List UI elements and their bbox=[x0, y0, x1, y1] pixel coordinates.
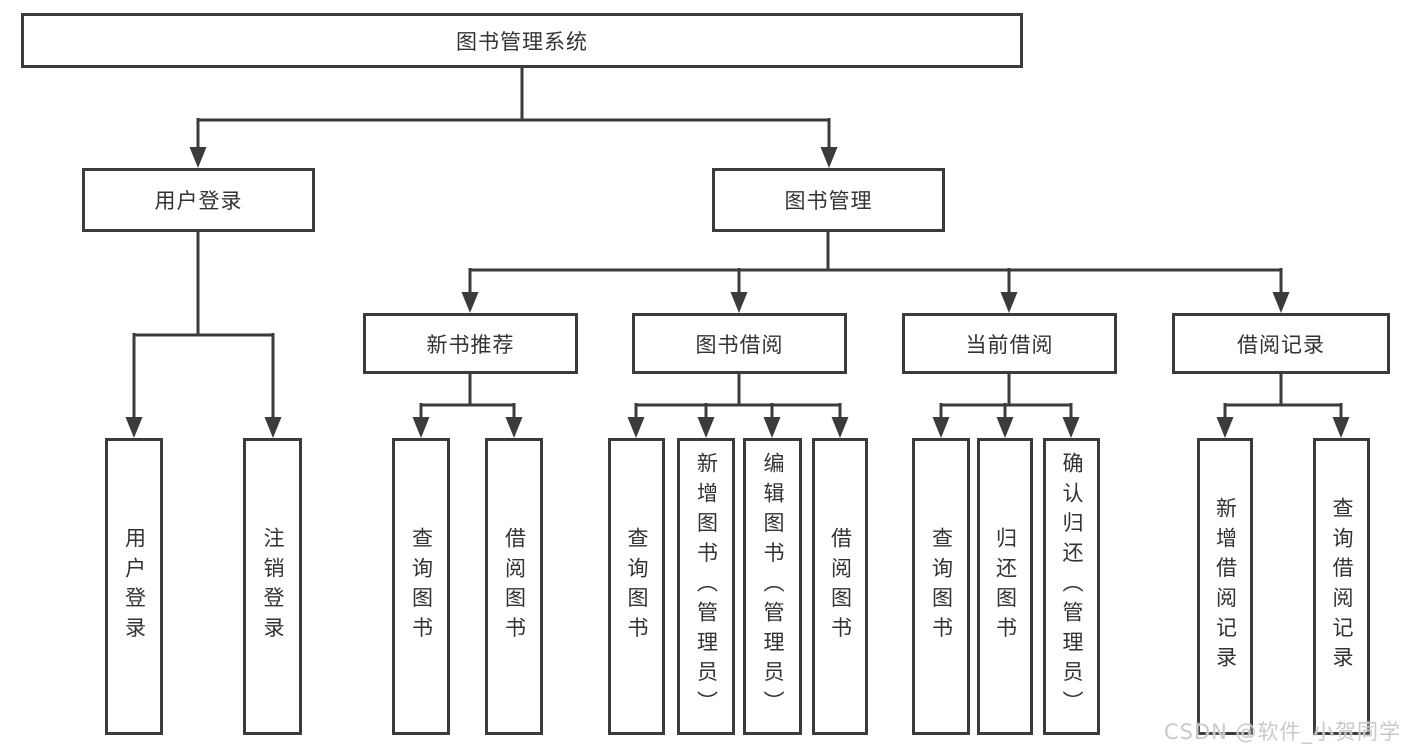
leaf-add-book-admin: 新增图书（管理员） bbox=[677, 438, 735, 735]
node-user-login: 用户登录 bbox=[82, 168, 315, 232]
leaf-user-login: 用户登录 bbox=[105, 438, 163, 735]
leaf-return-books: 归还图书 bbox=[977, 438, 1033, 735]
csdn-watermark: CSDN @软件_小贺同学 bbox=[1163, 720, 1401, 744]
node-current-borrowing: 当前借阅 bbox=[902, 313, 1117, 374]
leaf-borrow-books-borrowing: 借阅图书 bbox=[812, 438, 868, 735]
leaf-logout: 注销登录 bbox=[243, 438, 302, 735]
leaf-confirm-return-admin: 确认归还（管理员） bbox=[1043, 438, 1100, 735]
leaf-edit-book-admin: 编辑图书（管理员） bbox=[743, 438, 802, 735]
leaf-query-books-recommend: 查询图书 bbox=[392, 438, 450, 735]
leaf-borrow-books-recommend: 借阅图书 bbox=[485, 438, 543, 735]
node-new-book-recommend: 新书推荐 bbox=[363, 313, 578, 374]
node-library-management-system: 图书管理系统 bbox=[21, 13, 1023, 68]
node-book-management: 图书管理 bbox=[712, 168, 945, 232]
leaf-add-borrow-record: 新增借阅记录 bbox=[1197, 438, 1253, 735]
leaf-query-books-borrowing: 查询图书 bbox=[608, 438, 665, 735]
leaf-query-borrow-record: 查询借阅记录 bbox=[1313, 438, 1370, 735]
node-borrowing-records: 借阅记录 bbox=[1172, 313, 1390, 374]
node-book-borrowing: 图书借阅 bbox=[632, 313, 847, 374]
leaf-query-books-current: 查询图书 bbox=[912, 438, 970, 735]
